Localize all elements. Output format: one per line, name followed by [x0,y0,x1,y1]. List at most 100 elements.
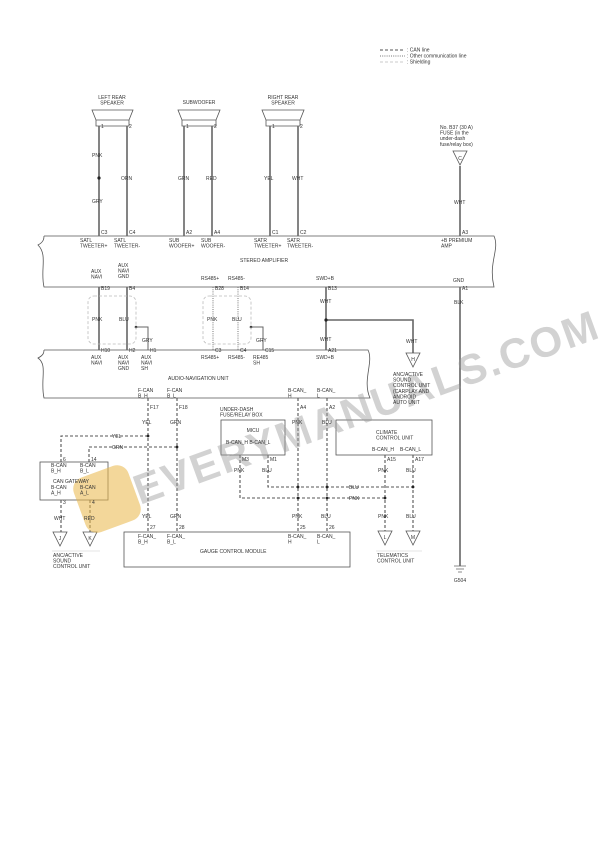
terminal: B-CAN_L [400,447,421,453]
anc-sound-control-unit-label-line: SOUND [53,559,71,565]
terminal-line: H [288,540,292,546]
terminal-line: B-CAN [51,463,67,469]
terminal-line: B-CAN [80,463,96,469]
subwoofer-label: SUBWOOFER [183,100,216,106]
climate-control-unit-title-line: CONTROL UNIT [376,436,413,442]
terminal-line: B-CAN [80,485,96,491]
solid-wires [98,126,466,573]
terminal-line: AUX [118,263,129,269]
terminal-line: SUB [201,238,212,244]
fuse-label-line: fuse/relay box) [440,142,473,148]
wire-color: PNK [92,317,103,323]
anc-carplay-label-line: SOUND [393,378,411,384]
terminal: B-CAN_L [317,534,336,546]
wire-color: PNK [234,468,245,474]
right-rear-speaker-label-line: SPEAKER [271,101,295,107]
wire-color: BLU [119,317,129,323]
pin: 2 [129,124,132,130]
stereo-amplifier-title: STEREO AMPLIFIER [240,258,288,264]
pin: M1 [270,457,277,463]
can-gateway-title: CAN GATEWAY [53,479,90,485]
gauge-control-module-title: GAUGE CONTROL MODULE [200,549,267,555]
wire-color: BLK [454,300,464,306]
pin: 3 [63,500,66,506]
terminal-line: SATL [114,238,126,244]
shielding [202,295,252,345]
pin: 1 [101,124,104,130]
right-rear-speaker-label-line: RIGHT REAR [268,95,299,101]
terminal: B-CAN_H [288,388,307,400]
terminal-line: L [317,540,320,546]
pin: F17 [150,405,159,411]
pin: C3 [101,230,108,236]
terminal-line: A_H [51,491,61,497]
connector-m: M [411,535,415,541]
telematics-control-unit-label-line: CONTROL UNIT [377,559,414,565]
connector-h: H [411,357,415,363]
pin: A1 [462,286,468,292]
pin: 25 [300,525,306,531]
terminal-line: B-CAN [51,485,67,491]
terminal-line: SATR [287,238,300,244]
climate-control-unit-title-line: CLIMATE [376,430,398,436]
wire-color: ORN [121,176,133,182]
gauge-control-module-box [123,531,351,568]
pin: B19 [101,286,110,292]
pin: C2 [300,230,307,236]
wire-color: PNK [92,153,103,159]
wire-color: WHT [292,176,303,182]
pin: B28 [215,286,224,292]
terminal-line: GND [118,274,130,280]
terminal-line: NAVI [141,361,152,367]
pin: 2 [300,124,303,130]
terminal-line: NAVI [91,275,102,281]
terminal-line: B_H [51,469,61,475]
micu-terminals: B-CAN_H B-CAN_L [226,440,271,446]
pin: A2 [329,405,335,411]
connector-l: L [384,535,387,541]
anc-carplay-label-line: ANC/ACTIVE [393,372,424,378]
wire-color: YEL [112,434,122,440]
terminal: SWD+B [316,276,335,282]
pin: C4 [129,230,136,236]
anc-sound-control-unit-label-line: CONTROL UNIT [53,564,90,570]
anc-carplay-label-line: AUTO UNIT [393,400,420,406]
wire-color: GRN [170,514,182,520]
wire-color: PNK [292,514,303,520]
terminal-line: NAVI [118,269,129,275]
legend [380,49,405,63]
pin: C3 [215,348,222,354]
terminal-line: AUX [141,355,152,361]
terminal-line: B-CAN_ [317,388,336,394]
pin: 27 [150,525,156,531]
terminal-line: AMP [441,244,453,250]
micu-box [220,419,286,456]
terminal: B-CAN_H [288,534,307,546]
terminal: GND [453,278,465,284]
telematics-control-unit-label-line: TELEMATICS [377,553,409,559]
under-dash-fuse-box-label-line: UNDER-DASH [220,407,254,413]
terminal-line: RE485 [253,355,269,361]
terminal-line: TWEETER+ [254,244,281,250]
wire-color: BLU [406,468,416,474]
wire-color: PNK [378,468,389,474]
terminal-line: AUX [118,355,129,361]
fuse-label-line: No. B37 (30 A) [440,125,473,131]
pin: 1 [272,124,275,130]
wire-color: PNK [378,514,389,520]
terminal: F-CAN_B_H [138,534,156,546]
subwoofer-label-line: SUBWOOFER [183,100,216,106]
pin: H10 [101,348,110,354]
pin: B4 [129,286,135,292]
